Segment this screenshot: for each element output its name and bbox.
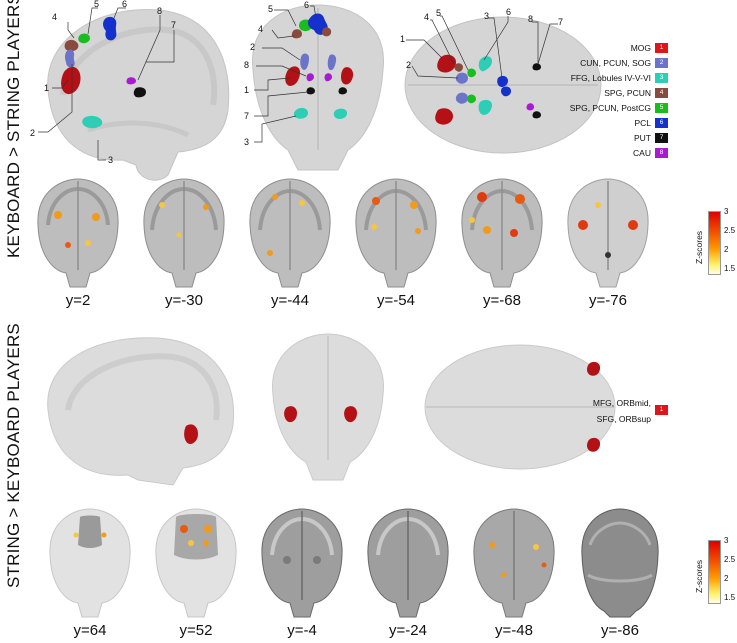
legend-swatch-1: 1 bbox=[655, 43, 668, 53]
cbar-title: Z-scores bbox=[694, 230, 704, 264]
callout-2c: 2 bbox=[406, 60, 411, 70]
slice-label-top-5: y=-68 bbox=[483, 292, 521, 309]
title-string-gt-keyboard: STRING > KEYBOARD PLAYERS bbox=[4, 323, 23, 588]
callout-4: 4 bbox=[52, 12, 57, 22]
axial-view-top: 1 2 4 5 3 6 8 7 bbox=[400, 7, 602, 154]
coronal-slice-top-4 bbox=[355, 178, 437, 288]
callout-6: 6 bbox=[122, 0, 127, 9]
cbar-tick-3: 3 bbox=[724, 207, 729, 216]
coronal-slice-top-1 bbox=[37, 178, 119, 288]
callout-1b: 1 bbox=[244, 85, 249, 95]
callout-2: 2 bbox=[30, 128, 35, 138]
coronal-view-bottom bbox=[272, 333, 384, 481]
cbar-bottom-title: Z-scores bbox=[694, 559, 704, 593]
slice-label-bottom-4: y=-24 bbox=[389, 622, 427, 639]
legend-label-put: PUT bbox=[634, 133, 651, 143]
legend-label-cun: CUN, PCUN, SOG bbox=[580, 58, 651, 68]
legend-bottom-line1: MFG, ORBmid, bbox=[592, 398, 651, 408]
title-keyboard-gt-string: KEYBOARD > STRING PLAYERS bbox=[4, 0, 23, 258]
callout-4b: 4 bbox=[258, 24, 263, 34]
coronal-slice-bottom-1 bbox=[49, 508, 131, 618]
coronal-view-top: 4 5 6 2 8 1 7 3 bbox=[244, 0, 384, 171]
slice-label-top-3: y=-44 bbox=[271, 292, 309, 309]
callout-5c: 5 bbox=[436, 8, 441, 18]
coronal-slice-bottom-5 bbox=[473, 508, 555, 618]
callout-2b: 2 bbox=[250, 42, 255, 52]
cbar-bottom-tick-1-5: 1.5 bbox=[724, 593, 736, 602]
callout-4c: 4 bbox=[424, 12, 429, 22]
legend-label-cau: CAU bbox=[633, 148, 651, 158]
coronal-slice-bottom-2 bbox=[155, 508, 237, 618]
slice-label-bottom-2: y=52 bbox=[179, 622, 213, 639]
callout-7: 7 bbox=[171, 20, 176, 30]
colorbar-gradient-top bbox=[708, 211, 721, 275]
legend-swatch-5: 5 bbox=[655, 103, 668, 113]
slice-label-bottom-3: y=-4 bbox=[287, 622, 317, 639]
legend-label-pcl: PCL bbox=[634, 118, 651, 128]
callout-8c: 8 bbox=[528, 14, 533, 24]
slice-label-bottom-5: y=-48 bbox=[495, 622, 533, 639]
callout-3b: 3 bbox=[244, 137, 249, 147]
coronal-slice-top-3 bbox=[249, 178, 331, 288]
colorbar-gradient-bottom bbox=[708, 540, 721, 604]
legend-swatch-3: 3 bbox=[655, 73, 668, 83]
callout-5: 5 bbox=[94, 0, 99, 9]
callout-3: 3 bbox=[108, 155, 113, 165]
slice-label-top-4: y=-54 bbox=[377, 292, 415, 309]
legend-label-ffg: FFG, Lobules IV-V-VI bbox=[570, 73, 651, 83]
sagittal-view-top: 4 5 6 8 7 1 2 3 bbox=[30, 0, 230, 181]
legend-bottom-swatch: 1 bbox=[655, 405, 668, 415]
callout-3c: 3 bbox=[484, 11, 489, 21]
coronal-slice-bottom-4 bbox=[367, 508, 449, 618]
axial-view-bottom bbox=[424, 344, 616, 470]
callout-7c: 7 bbox=[558, 17, 563, 27]
callout-7b: 7 bbox=[244, 111, 249, 121]
coronal-slice-bottom-6 bbox=[581, 508, 659, 618]
callout-6b: 6 bbox=[304, 0, 309, 10]
slice-label-bottom-1: y=64 bbox=[73, 622, 107, 639]
legend-label-spg-postcg: SPG, PCUN, PostCG bbox=[569, 103, 651, 113]
callout-8: 8 bbox=[157, 6, 162, 16]
callout-8b: 8 bbox=[244, 60, 249, 70]
callout-1: 1 bbox=[44, 83, 49, 93]
legend-swatch-7: 7 bbox=[655, 133, 668, 143]
coronal-slice-top-5 bbox=[461, 178, 543, 288]
legend-swatch-6: 6 bbox=[655, 118, 668, 128]
legend-label-mog: MOG bbox=[630, 43, 651, 53]
slice-label-top-6: y=-76 bbox=[589, 292, 627, 309]
slice-label-bottom-6: y=-86 bbox=[601, 622, 639, 639]
coronal-slice-top-6 bbox=[567, 178, 649, 288]
coronal-slice-bottom-3 bbox=[261, 508, 343, 618]
legend-swatch-8: 8 bbox=[655, 148, 668, 158]
cbar-tick-2-5: 2.5 bbox=[724, 226, 736, 235]
callout-1c: 1 bbox=[400, 34, 405, 44]
legend-bottom-line2: SFG, ORBsup bbox=[596, 414, 651, 424]
legend-label-spg-pcun: SPG, PCUN bbox=[604, 88, 651, 98]
slice-label-top-2: y=-30 bbox=[165, 292, 203, 309]
cbar-tick-1-5: 1.5 bbox=[724, 264, 736, 273]
legend-swatch-2: 2 bbox=[655, 58, 668, 68]
cbar-bottom-tick-3: 3 bbox=[724, 536, 729, 545]
coronal-slice-top-2 bbox=[143, 178, 225, 288]
cbar-tick-2: 2 bbox=[724, 245, 729, 254]
callout-6c: 6 bbox=[506, 7, 511, 17]
legend-swatch-4: 4 bbox=[655, 88, 668, 98]
sagittal-view-bottom bbox=[47, 337, 235, 486]
slice-label-top-1: y=2 bbox=[65, 292, 91, 309]
cbar-bottom-tick-2: 2 bbox=[724, 574, 729, 583]
callout-5b: 5 bbox=[268, 4, 273, 14]
cbar-bottom-tick-2-5: 2.5 bbox=[724, 555, 736, 564]
